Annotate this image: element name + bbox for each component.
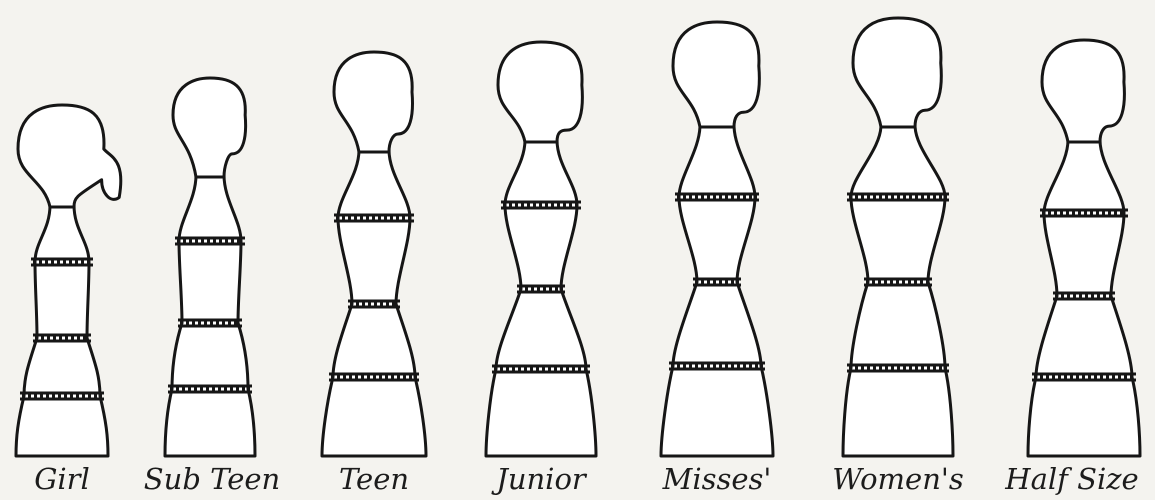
figure-1: Girl bbox=[16, 105, 121, 496]
body-outline bbox=[165, 175, 255, 456]
figure-2: Sub Teen bbox=[144, 78, 280, 496]
hip-tape bbox=[1032, 374, 1136, 380]
figure-6: Women's bbox=[832, 18, 964, 496]
figure-label: Half Size bbox=[1004, 462, 1138, 496]
head-silhouette bbox=[1042, 40, 1124, 142]
figure-label: Teen bbox=[339, 462, 409, 496]
hip-tape bbox=[847, 365, 949, 371]
body-outline bbox=[16, 205, 108, 456]
figure-label: Girl bbox=[34, 462, 90, 496]
head-silhouette bbox=[18, 105, 121, 207]
bust-tape bbox=[847, 194, 949, 200]
body-outline bbox=[486, 140, 596, 456]
body-outline bbox=[661, 125, 773, 456]
figure-3: Teen bbox=[322, 52, 426, 496]
head-silhouette bbox=[673, 22, 759, 127]
waist-tape bbox=[864, 279, 932, 285]
head-silhouette bbox=[498, 42, 582, 142]
figure-7: Half Size bbox=[1004, 40, 1140, 496]
head-silhouette bbox=[853, 18, 941, 127]
figure-4: Junior bbox=[486, 42, 596, 496]
figure-label: Women's bbox=[832, 462, 964, 496]
head-silhouette bbox=[334, 52, 412, 152]
figure-5: Misses' bbox=[661, 22, 773, 496]
head-silhouette bbox=[173, 78, 246, 177]
figure-label: Misses' bbox=[662, 462, 772, 496]
body-outline bbox=[843, 125, 953, 456]
figure-label: Junior bbox=[491, 462, 588, 496]
figure-label: Sub Teen bbox=[144, 462, 280, 496]
